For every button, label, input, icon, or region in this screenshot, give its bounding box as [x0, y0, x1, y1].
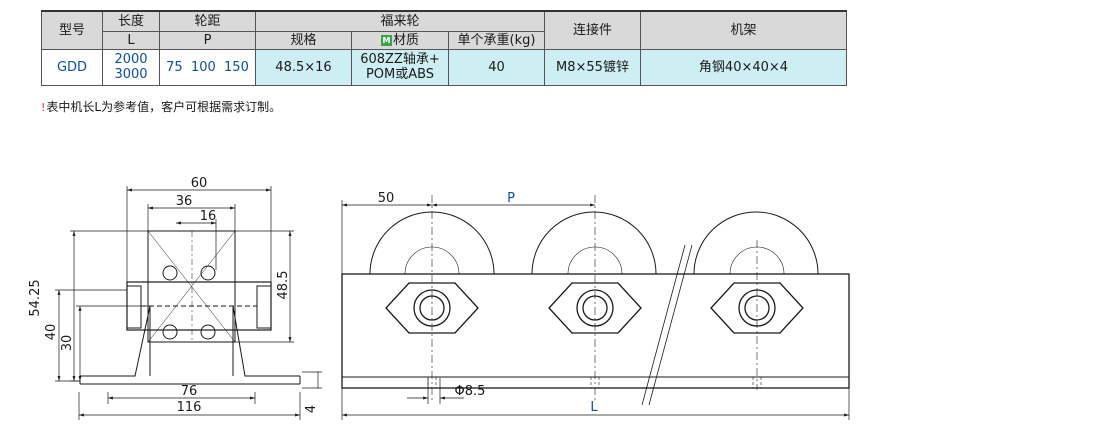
dim-116-label: 116	[177, 400, 202, 415]
dim-48-5-label: 48.5	[276, 271, 291, 300]
cell-material: 608ZZ轴承+POM或ABS	[351, 48, 449, 86]
dim-40-label: 40	[44, 324, 59, 341]
dim-p-label: P	[507, 191, 515, 206]
dimension-labels: 60 36 16 54.25 40 30 48.5 76 116 4 50 P …	[28, 176, 598, 415]
dim-4-label: 4	[304, 405, 319, 413]
front-view	[55, 186, 322, 420]
dim-60-label: 60	[191, 176, 208, 191]
cell-length-1: 2000	[114, 52, 148, 67]
footnote-text: 表中机长L为参考值，客户可根据需求订制。	[46, 100, 282, 114]
dim-l-label: L	[590, 400, 598, 415]
cell-connector: M8×55镀锌	[544, 48, 641, 86]
header-wheel-load: 单个承重(kg)	[448, 30, 545, 50]
cell-frame: 角钢40×40×4	[640, 48, 847, 86]
header-length-sub: L	[102, 30, 160, 50]
header-connector: 连接件	[544, 10, 641, 50]
side-view-dimension-lines	[341, 200, 850, 420]
dim-76-label: 76	[181, 384, 198, 399]
cell-pitch: 75 100 150	[159, 48, 256, 86]
header-model: 型号	[41, 10, 103, 50]
dim-36-label: 36	[176, 194, 193, 209]
dim-16-label: 16	[200, 209, 217, 224]
cell-material-2: POM或ABS	[365, 67, 435, 82]
cell-length-2: 3000	[114, 67, 148, 82]
footnote: !表中机长L为参考值，客户可根据需求订制。	[41, 98, 281, 115]
dim-54-25-label: 54.25	[28, 279, 43, 316]
dim-50-label: 50	[378, 191, 395, 206]
cell-load: 40	[448, 48, 545, 86]
dim-30-label: 30	[60, 335, 75, 352]
header-wheel-spec: 规格	[255, 30, 352, 50]
cell-material-1: 608ZZ轴承+	[360, 52, 440, 67]
front-view-dimension-lines	[55, 186, 322, 420]
warning-icon: !	[41, 101, 46, 114]
side-view	[341, 195, 850, 420]
dim-phi-label: Φ8.5	[455, 384, 486, 399]
header-pitch-sub: P	[159, 30, 256, 50]
material-badge-icon: M	[380, 34, 392, 46]
cell-spec: 48.5×16	[255, 48, 352, 86]
cell-model: GDD	[41, 48, 103, 86]
header-wheel-material-label: 材质	[392, 32, 419, 48]
